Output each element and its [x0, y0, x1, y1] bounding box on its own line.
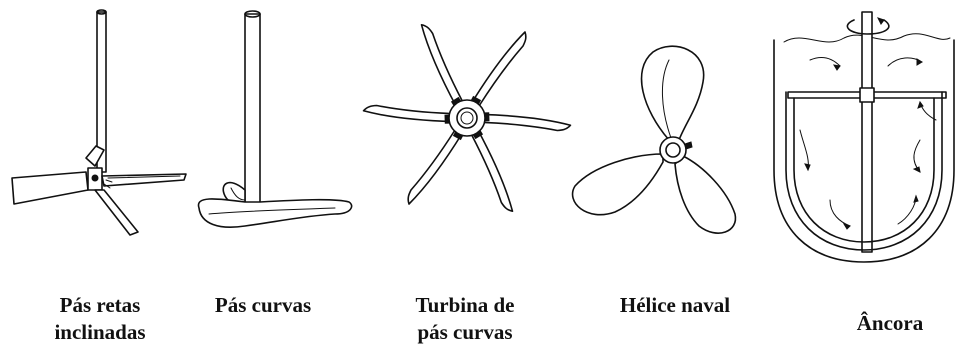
anchor-impeller-drawing [770, 0, 957, 270]
curved-blade-turbine-drawing [350, 0, 580, 260]
caption-line: Pás curvas [188, 292, 338, 319]
pitched-blade-impeller-drawing [0, 0, 200, 260]
caption-line: Pás retas [20, 292, 180, 319]
marine-propeller-drawing [565, 0, 765, 260]
caption-line: Âncora [830, 310, 950, 337]
caption-curved-turbine: Turbina de pás curvas [390, 292, 540, 346]
caption-marine-propeller: Hélice naval [595, 292, 755, 319]
caption-line: inclinadas [20, 319, 180, 346]
caption-line: Hélice naval [595, 292, 755, 319]
curved-blade-impeller-drawing [185, 0, 365, 260]
caption-line: pás curvas [390, 319, 540, 346]
caption-curved-blade: Pás curvas [188, 292, 338, 319]
caption-line: Turbina de [390, 292, 540, 319]
caption-anchor: Âncora [830, 310, 950, 337]
caption-pitched-blade: Pás retas inclinadas [20, 292, 180, 346]
